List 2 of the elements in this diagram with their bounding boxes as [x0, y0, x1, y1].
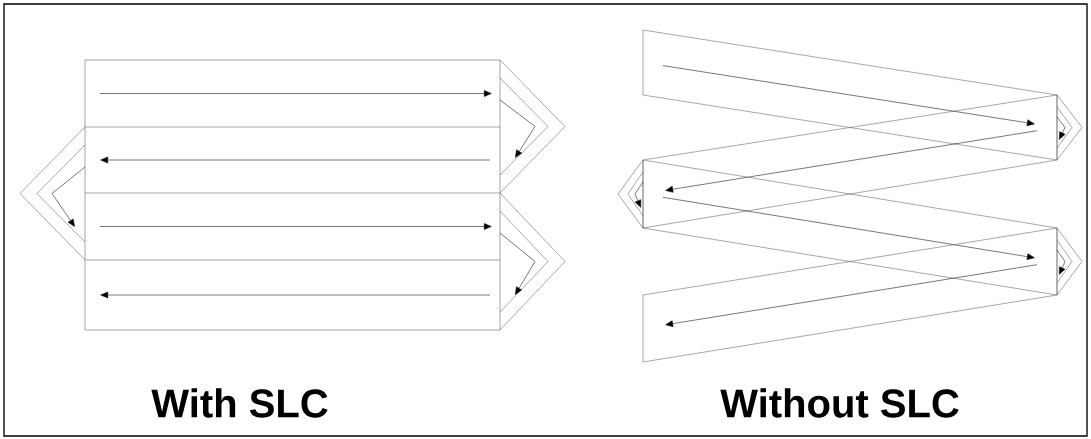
- caption: Without SLC: [720, 388, 959, 418]
- caption: With SLC: [151, 388, 328, 418]
